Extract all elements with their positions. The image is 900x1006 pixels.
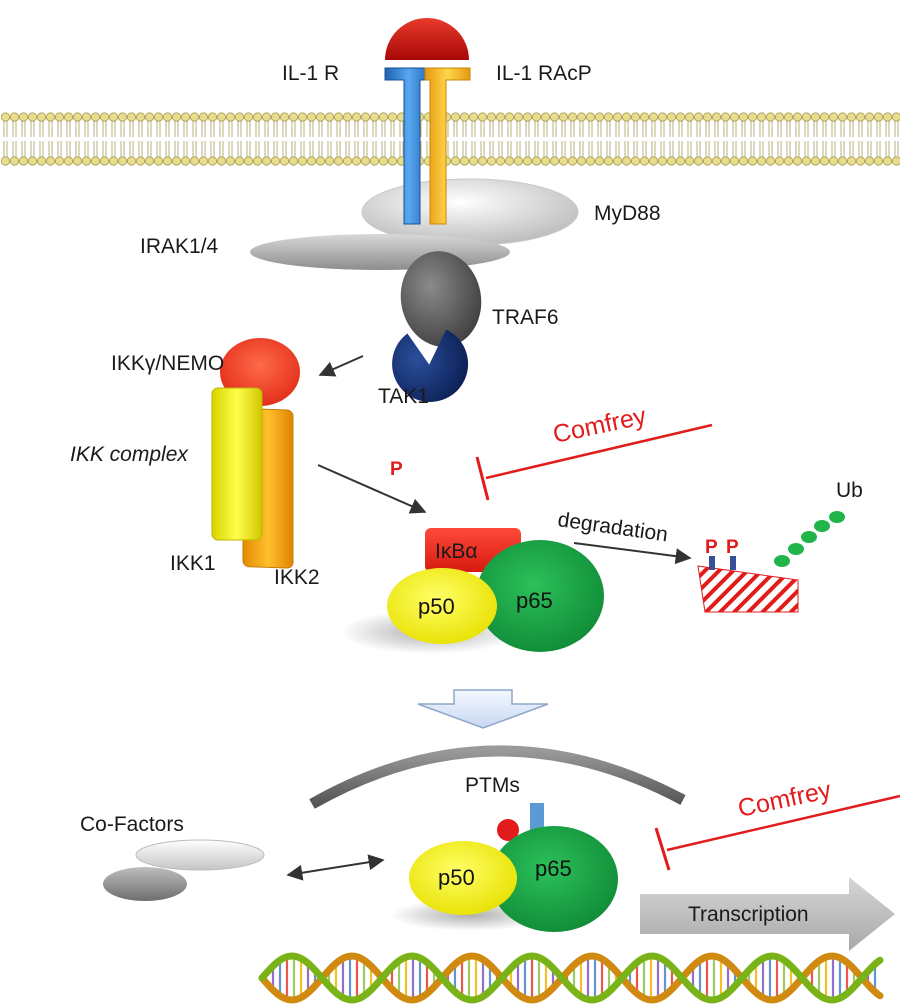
label-myd88: MyD88 bbox=[594, 202, 661, 225]
label-ub: Ub bbox=[836, 479, 863, 502]
label-nemo: IKKγ/NEMO bbox=[111, 352, 224, 375]
label-ikk1: IKK1 bbox=[170, 552, 216, 575]
arrow-ikk-to-ikba bbox=[317, 464, 427, 514]
label-traf6: TRAF6 bbox=[492, 306, 559, 329]
comfrey-inhibition-bottom bbox=[654, 794, 900, 871]
comfrey-inhibition-top bbox=[475, 423, 713, 501]
label-deg-p1: P bbox=[705, 537, 718, 558]
p65-shape-top bbox=[476, 540, 604, 652]
ptm-marker-circle bbox=[497, 819, 519, 841]
label-p65-top: p65 bbox=[516, 588, 553, 613]
label-phospho: P bbox=[390, 459, 403, 480]
dna-double-helix bbox=[258, 952, 884, 1004]
label-il1racp: IL-1 RAcP bbox=[496, 62, 592, 85]
arrow-tak1-to-ikk bbox=[318, 355, 364, 377]
label-irak: IRAK1/4 bbox=[140, 235, 219, 258]
label-p50-top: p50 bbox=[418, 594, 455, 619]
label-ptms: PTMs bbox=[465, 774, 520, 797]
nuclear-envelope-arc bbox=[309, 745, 686, 809]
irak-shape bbox=[250, 234, 510, 270]
cell-membrane bbox=[0, 112, 900, 166]
label-cofactors: Co-Factors bbox=[80, 813, 184, 836]
ubiquitin-chain bbox=[774, 511, 845, 567]
arrow-degradation bbox=[573, 542, 692, 565]
tak1-shape bbox=[392, 329, 469, 402]
il1racp-receptor bbox=[424, 67, 471, 225]
label-degradation: degradation bbox=[556, 508, 669, 546]
label-deg-p2: P bbox=[726, 537, 739, 558]
traf6-shape bbox=[400, 251, 482, 347]
nuclear-translocation-arrow bbox=[417, 689, 549, 729]
il1-ligand bbox=[385, 18, 469, 60]
label-ikk-complex: IKK complex bbox=[70, 443, 189, 466]
p65-shape-bottom bbox=[490, 826, 618, 932]
cofactors-shape bbox=[103, 839, 265, 901]
label-comfrey-top: Comfrey bbox=[550, 402, 649, 449]
transcription-arrow bbox=[640, 877, 895, 951]
label-tak1: TAK1 bbox=[378, 385, 429, 408]
ikk-complex-shape bbox=[211, 338, 300, 569]
label-p65-bottom: p65 bbox=[535, 856, 572, 881]
label-transcription: Transcription bbox=[688, 903, 809, 926]
p50-shape-top bbox=[387, 568, 497, 644]
label-il1r: IL-1 R bbox=[282, 62, 339, 85]
label-p50-bottom: p50 bbox=[438, 865, 475, 890]
label-ikk2: IKK2 bbox=[274, 566, 320, 589]
p50-shape-bottom bbox=[409, 841, 517, 915]
label-ikba: IκBα bbox=[435, 540, 477, 563]
degraded-ikba bbox=[697, 556, 799, 613]
double-arrow-cofactors bbox=[286, 854, 385, 881]
